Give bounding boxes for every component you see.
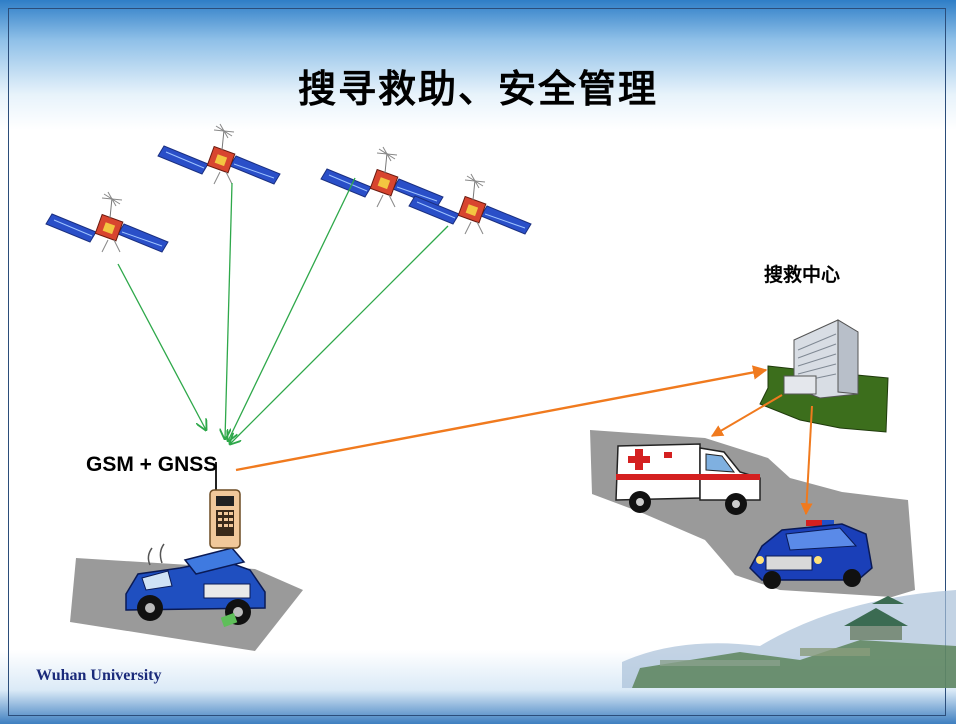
- comm-link-to-ambulance: [710, 394, 783, 437]
- satellite-link-3: [228, 177, 356, 441]
- broken-down-car-icon: [125, 543, 266, 628]
- comm-link-to-police: [800, 405, 813, 516]
- satellite-link-1: [117, 263, 206, 430]
- rescue-center-label: 搜救中心: [764, 264, 841, 286]
- ambulance-icon: [615, 443, 761, 515]
- satellite-links: [117, 177, 449, 444]
- satellite-link-2: [225, 182, 233, 439]
- building-icon: [783, 319, 859, 399]
- device-label: GSM + GNSS: [86, 453, 218, 476]
- mobile-phone-icon: [209, 462, 241, 549]
- satellite-icon: [157, 123, 281, 185]
- footer-university: Wuhan University: [36, 667, 162, 684]
- campus-photo: [622, 590, 956, 688]
- slide-title: 搜寻救助、安全管理: [297, 67, 658, 111]
- satellite-icon: [320, 146, 444, 208]
- satellite-icon: [45, 191, 169, 253]
- police-car-icon: [749, 520, 873, 589]
- comm-link-to-center: [235, 365, 768, 472]
- slide-frame: [8, 8, 946, 716]
- satellite-link-4: [230, 225, 449, 444]
- satellite-icon: [408, 173, 532, 235]
